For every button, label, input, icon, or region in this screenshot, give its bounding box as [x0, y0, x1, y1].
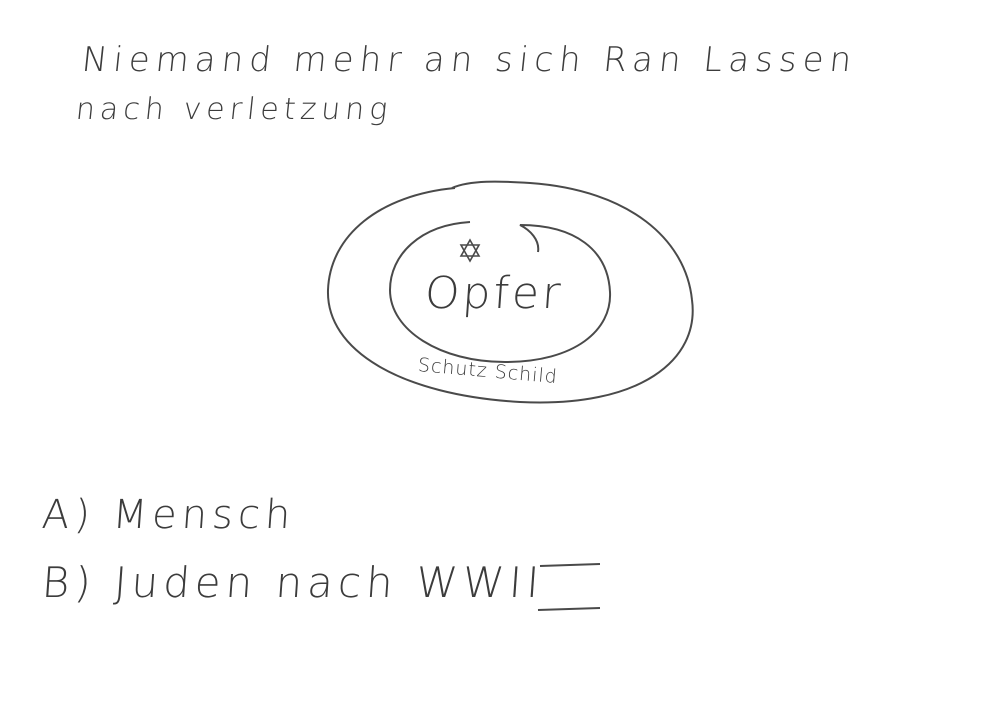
roman-numeral-underline — [537, 607, 601, 611]
list-item-b: B) Juden nach WWII — [40, 558, 546, 607]
outer-shield-circle — [326, 180, 694, 404]
list-item-a: A) Mensch — [40, 492, 297, 538]
roman-numeral-overline — [539, 563, 601, 567]
inner-victim-circle — [388, 221, 612, 364]
star-of-david-icon — [459, 238, 481, 263]
victim-label: Opfer — [423, 268, 566, 319]
note-line-2: nach verletzung — [74, 92, 395, 127]
note-line-1: Niemand mehr an sich Ran Lassen — [79, 40, 860, 80]
